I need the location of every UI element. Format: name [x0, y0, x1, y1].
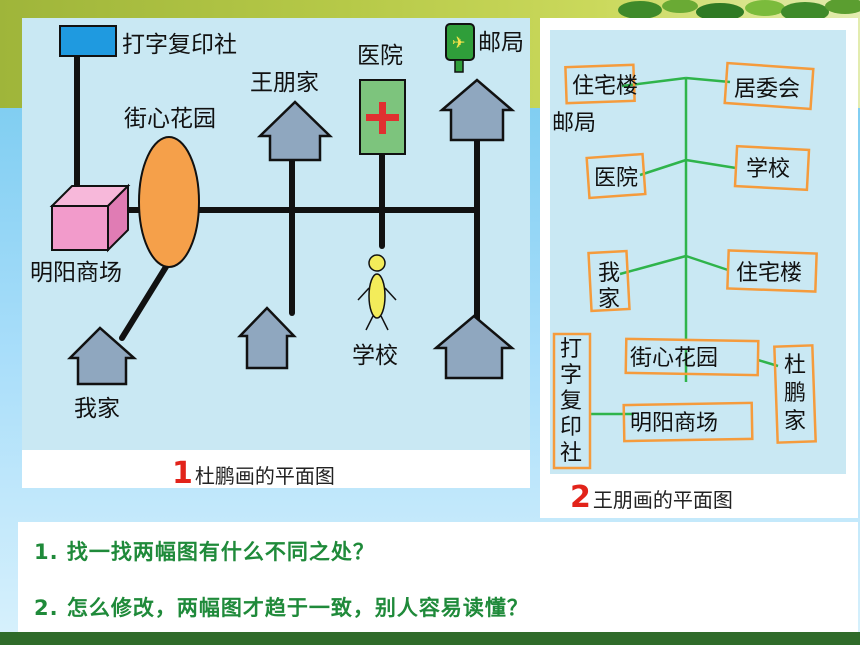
map2-my-home-label-1: 我 — [598, 261, 620, 286]
map2-print-label-2: 字 — [560, 363, 582, 388]
map1-hospital-label: 医院 — [357, 43, 403, 69]
map1-house-school-right — [432, 314, 516, 380]
map1-house-my-home — [66, 326, 138, 386]
footer-line — [0, 632, 860, 645]
map1-house-wang — [256, 100, 334, 162]
map2-connection-lines — [590, 76, 779, 416]
map1-post-office-icon: ✈ — [445, 23, 475, 73]
map1-print-shop-icon — [59, 25, 117, 57]
map1-post-office-label: 邮局 — [478, 30, 524, 56]
map1-my-home-label: 我家 — [74, 396, 120, 422]
map2-du-home-label-3: 家 — [784, 409, 806, 434]
map1-wang-home-label: 王朋家 — [250, 70, 319, 96]
map1-school-label: 学校 — [352, 343, 398, 369]
map2-committee-label: 居委会 — [734, 77, 800, 102]
map1-house-post — [438, 78, 516, 142]
map1-caption-text: 杜鹏画的平面图 — [194, 464, 335, 488]
map1-mall-icon — [49, 183, 131, 253]
map1-garden-label: 街心花园 — [124, 106, 216, 132]
map2-school-label: 学校 — [746, 157, 790, 182]
map1-drawing: 打字复印社 医院 ✈ 邮局 王朋家 — [22, 18, 530, 450]
map2-hospital-label: 医院 — [594, 166, 638, 191]
question-2: 2. 怎么修改，两幅图才趋于一致，别人容易读懂？ — [34, 596, 529, 620]
map2-garden-label: 街心花园 — [630, 346, 718, 371]
map2-drawing: 住宅楼 居委会 邮局 医院 学校 我 家 住宅楼 打 字 复 印 社 街心花园 … — [550, 30, 846, 474]
map2-mall-label: 明阳商场 — [630, 411, 718, 436]
map2-caption-number: 2 — [570, 480, 591, 515]
map2-print-label-1: 打 — [560, 337, 582, 362]
map2-print-label-5: 社 — [560, 441, 582, 466]
map1-school-figure — [357, 254, 397, 331]
map2-panel: 住宅楼 居委会 邮局 医院 学校 我 家 住宅楼 打 字 复 印 社 街心花园 … — [540, 18, 858, 518]
question-1: 1. 找一找两幅图有什么不同之处？ — [34, 540, 375, 564]
map2-my-home-label-2: 家 — [598, 287, 620, 312]
map2-residential-top-label: 住宅楼 — [572, 74, 638, 99]
svg-text:✈: ✈ — [452, 33, 465, 52]
map2-post-office-label: 邮局 — [552, 111, 596, 136]
map1-panel: 打字复印社 医院 ✈ 邮局 王朋家 — [22, 18, 530, 491]
map1-print-shop-label: 打字复印社 — [122, 32, 237, 58]
map2-print-label-3: 复 — [560, 389, 582, 414]
map1-caption-number: 1 — [172, 456, 193, 491]
map1-hospital-icon — [359, 79, 406, 155]
map1-roads — [74, 45, 480, 341]
map1-mall-label: 明阳商场 — [30, 260, 122, 286]
map1-garden-icon — [138, 136, 200, 268]
map2-label-boxes — [552, 61, 818, 470]
map2-residential-mid-label: 住宅楼 — [736, 261, 802, 286]
questions-box: 1. 找一找两幅图有什么不同之处？ 2. 怎么修改，两幅图才趋于一致，别人容易读… — [18, 522, 858, 632]
leaves-decoration — [618, 0, 860, 22]
map1-house-school-left — [237, 306, 297, 370]
map2-print-label-4: 印 — [560, 415, 582, 440]
map2-du-home-label-2: 鹏 — [784, 381, 806, 406]
map2-caption-text: 王朋画的平面图 — [592, 488, 733, 512]
map2-du-home-label-1: 杜 — [784, 353, 806, 378]
